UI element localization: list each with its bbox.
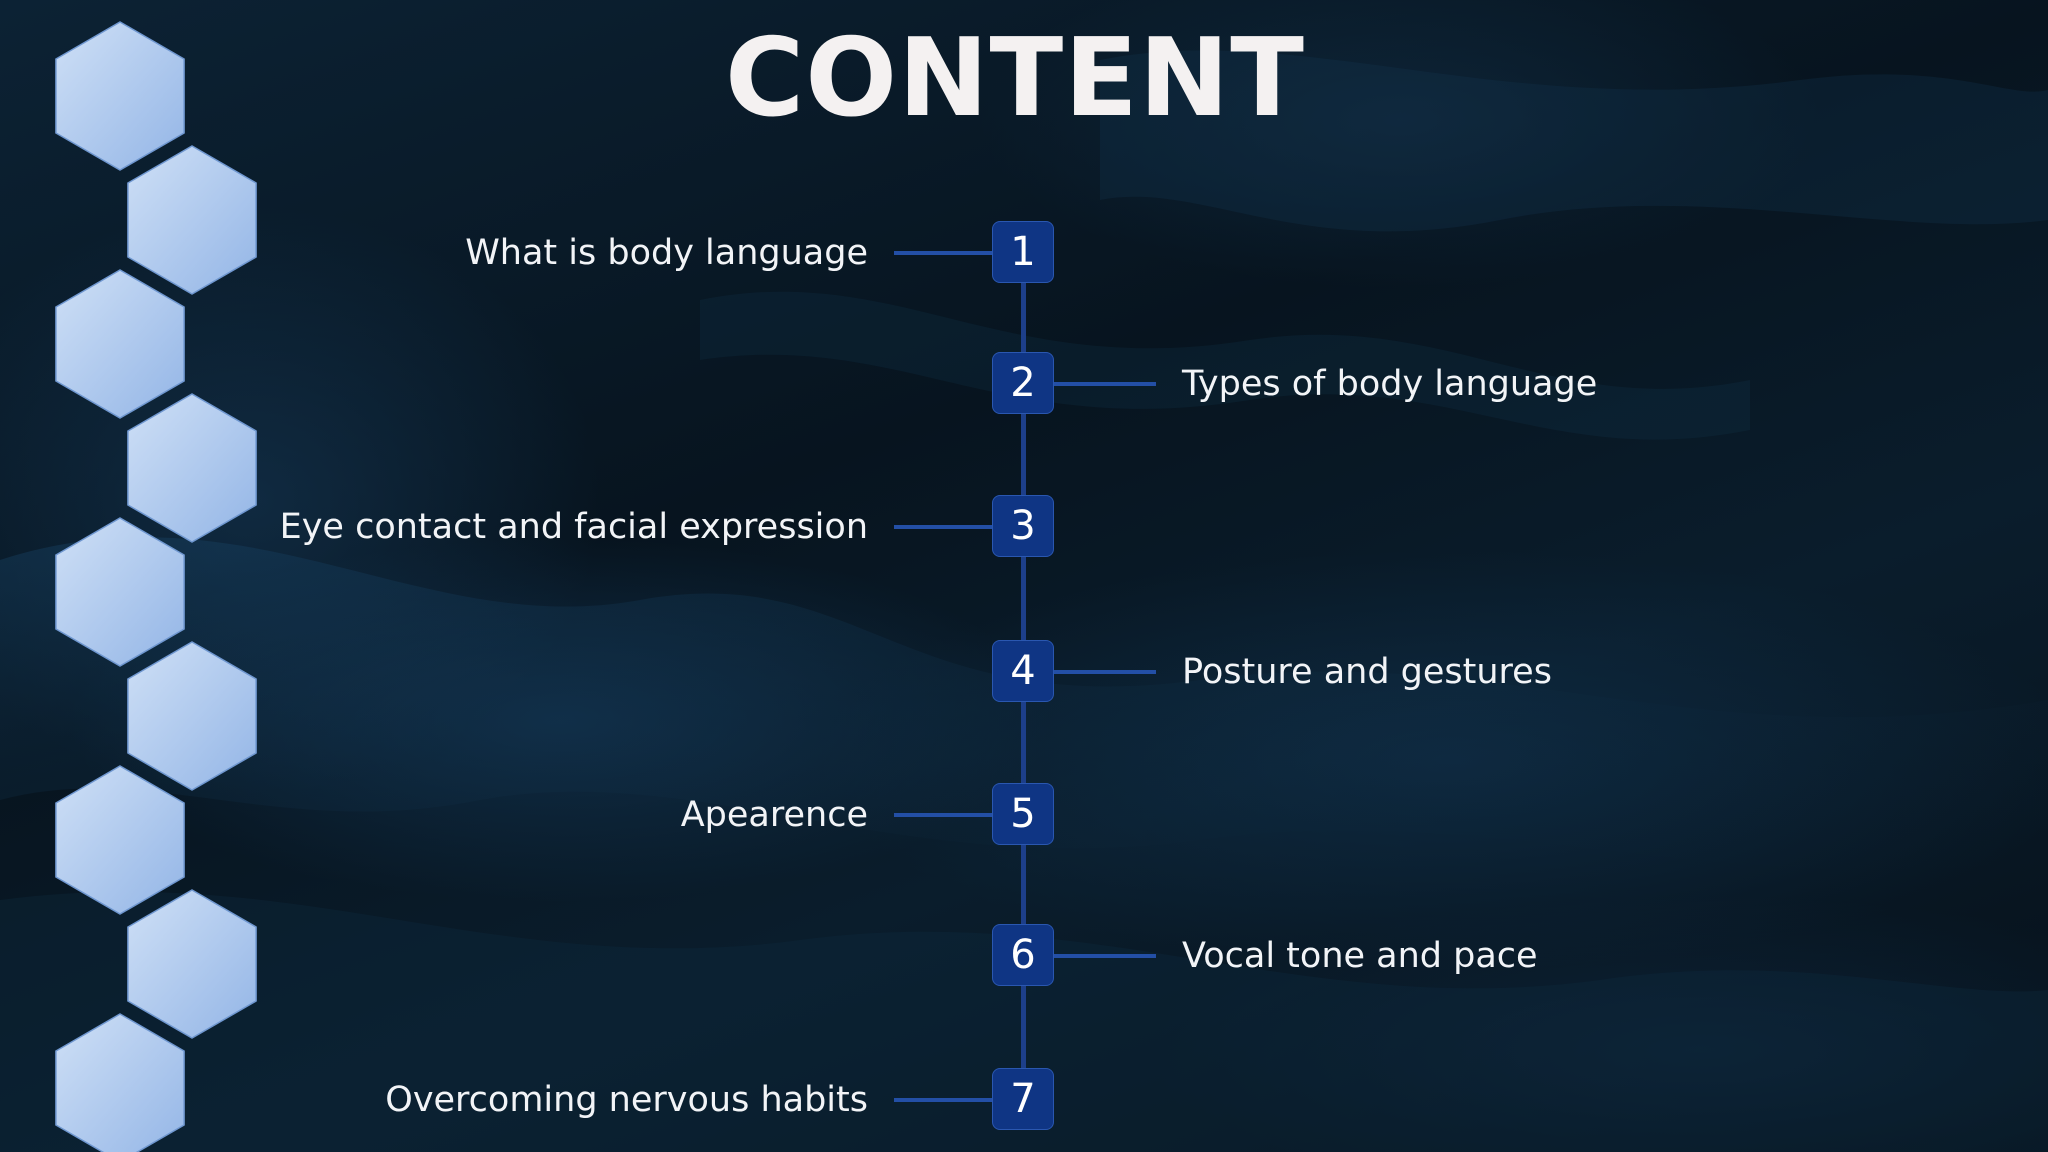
hexagon-shape xyxy=(55,1013,185,1152)
hexagon-shape xyxy=(127,393,257,543)
step-number-badge: 4 xyxy=(992,640,1054,702)
hexagon-shape xyxy=(55,765,185,915)
step-number-badge: 6 xyxy=(992,924,1054,986)
topic-label: Eye contact and facial expression xyxy=(279,507,868,547)
step-number-badge: 7 xyxy=(992,1068,1054,1130)
topic-label: Types of body language xyxy=(1182,364,1598,404)
hexagon-shape xyxy=(127,145,257,295)
hexagon-decoration xyxy=(55,21,257,1152)
hexagon-shape xyxy=(55,517,185,667)
step-number-badge: 1 xyxy=(992,221,1054,283)
topic-label: Vocal tone and pace xyxy=(1182,936,1538,976)
hexagon-shape xyxy=(55,269,185,419)
hexagon-shape xyxy=(127,889,257,1039)
timeline-connector xyxy=(1052,670,1156,674)
topic-label: Posture and gestures xyxy=(1182,652,1552,692)
step-number-badge: 2 xyxy=(992,352,1054,414)
topic-label: Overcoming nervous habits xyxy=(385,1080,868,1120)
step-number-badge: 3 xyxy=(992,495,1054,557)
topic-label: Apearence xyxy=(680,795,868,835)
slide-title: CONTENT xyxy=(725,16,1305,141)
step-number-badge: 5 xyxy=(992,783,1054,845)
hexagon-shape xyxy=(55,21,185,171)
timeline-connector xyxy=(894,813,994,817)
timeline-connector xyxy=(1052,382,1156,386)
timeline-connector xyxy=(1052,954,1156,958)
timeline-connector xyxy=(894,251,994,255)
timeline-connector xyxy=(894,1098,994,1102)
timeline-connector xyxy=(894,525,994,529)
hexagon-shape xyxy=(127,641,257,791)
topic-label: What is body language xyxy=(465,233,868,273)
